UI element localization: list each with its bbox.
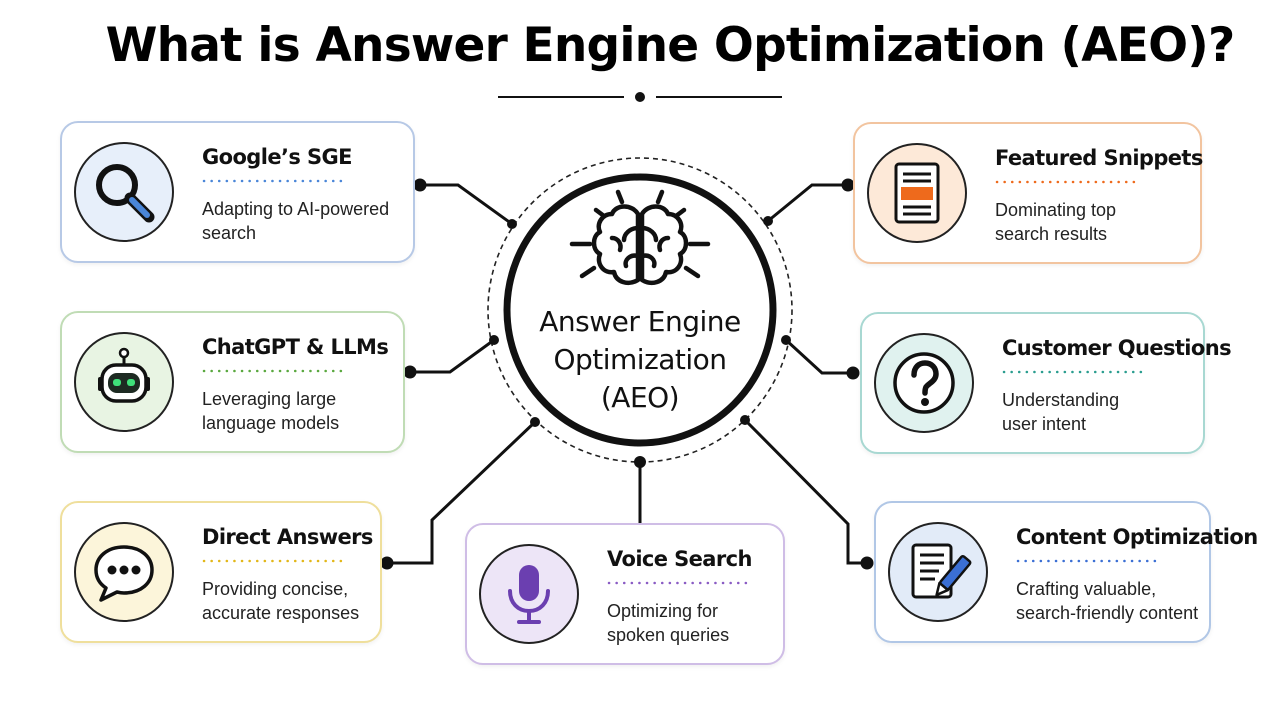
node-customer-hub	[781, 335, 791, 345]
node-chatgpt-card	[403, 365, 417, 379]
brain-icon	[569, 189, 711, 285]
hub-label-line2: Optimization	[553, 343, 727, 376]
hub-label: Answer Engine Optimization (AEO)	[515, 303, 765, 417]
connector-customer	[784, 338, 853, 375]
card-title: Voice Search	[607, 547, 752, 571]
connector-direct	[387, 420, 537, 565]
hub-label-line1: Answer Engine	[539, 305, 741, 338]
card-description: Providing concise,accurate responses	[202, 579, 360, 623]
card-direct-answers: Direct Answers Providing concise,accurat…	[60, 501, 382, 643]
node-customer-card	[846, 366, 860, 380]
magnifier-icon	[74, 142, 174, 242]
card-description: Crafting valuable,search-friendly conten…	[1016, 579, 1199, 623]
card-title: Direct Answers	[202, 525, 373, 549]
node-chatgpt-hub	[489, 335, 499, 345]
card-title: Featured Snippets	[995, 146, 1203, 170]
connector-google	[420, 183, 513, 226]
node-google-hub	[507, 219, 517, 229]
dotted-divider	[202, 559, 347, 563]
card-title: Customer Questions	[1002, 336, 1232, 360]
node-content-card	[860, 556, 874, 570]
dotted-divider	[1002, 370, 1147, 374]
document-pen-icon	[888, 522, 988, 622]
chat-bubble-icon	[74, 522, 174, 622]
document-snippet-icon	[867, 143, 967, 243]
title-divider-dot	[635, 92, 645, 102]
card-content-optimization: Content Optimization Crafting valuable,s…	[874, 501, 1258, 643]
card-title: ChatGPT & LLMs	[202, 335, 389, 359]
hub-label-line3: (AEO)	[600, 381, 680, 414]
node-featured-hub	[763, 216, 773, 226]
dotted-divider	[1016, 559, 1161, 563]
dotted-divider	[607, 581, 752, 585]
node-direct-card	[380, 556, 394, 570]
page-title: What is Answer Engine Optimization (AEO)…	[105, 18, 1236, 73]
dotted-divider	[202, 369, 347, 373]
question-mark-icon	[874, 333, 974, 433]
card-title: Content Optimization	[1016, 525, 1258, 549]
node-content-hub	[740, 415, 750, 425]
dotted-divider	[202, 179, 347, 183]
microphone-icon	[479, 544, 579, 644]
dotted-divider	[995, 180, 1140, 184]
connector-content	[743, 418, 867, 565]
connector-featured	[767, 183, 848, 223]
node-featured-card	[841, 178, 855, 192]
robot-icon	[74, 332, 174, 432]
card-title: Google’s SGE	[202, 145, 352, 169]
node-direct-hub	[530, 417, 540, 427]
node-google-card	[413, 178, 427, 192]
node-voice-hub	[634, 456, 646, 468]
connector-chatgpt	[410, 338, 495, 374]
